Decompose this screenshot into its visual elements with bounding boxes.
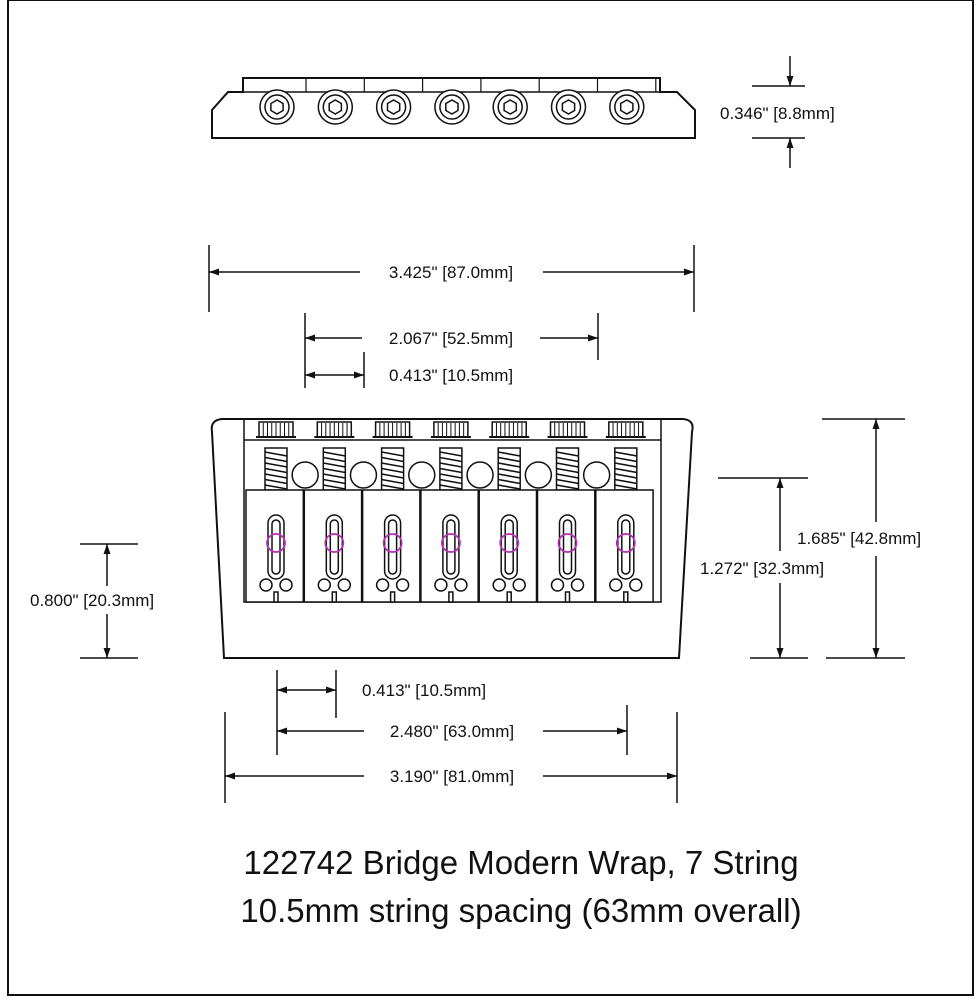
caption-subtitle: 10.5mm string spacing (63mm overall) [240, 892, 801, 929]
saddle [361, 421, 436, 603]
string-position-marker [615, 533, 636, 553]
string-through-hole [524, 461, 553, 489]
hex-socket-icon [328, 99, 343, 115]
dimension-spacing-top: 0.413" [10.5mm] [305, 352, 513, 388]
dimension-overall-width-top: 3.425" [87.0mm] [208, 245, 695, 312]
dim-label-hole-offset: 0.800" [20.3mm] [30, 591, 154, 610]
hex-socket-icon [503, 99, 518, 115]
hex-socket-icon [561, 99, 576, 115]
string-through-hole [349, 461, 378, 489]
dimension-spacing-bottom: 0.413" [10.5mm] [276, 670, 486, 755]
saddle [245, 421, 319, 603]
dim-label-saddle-depth: 1.272" [32.3mm] [700, 559, 824, 578]
height-screw-hole [629, 578, 643, 592]
dim-label-overall-width-bottom: 3.190" [81.0mm] [390, 767, 514, 786]
string-position-marker [382, 533, 403, 553]
string-position-marker [324, 533, 345, 553]
saddle [303, 421, 378, 603]
drawing-frame [7, 0, 974, 996]
dimension-total-depth: 1.685" [42.8mm] [797, 418, 921, 659]
height-screw-hole [317, 578, 332, 592]
hex-socket-icon [619, 99, 634, 115]
dim-label-span-top: 2.067" [52.5mm] [389, 329, 513, 348]
height-screw-hole [337, 578, 352, 592]
string-through-hole [408, 461, 436, 489]
side-view-screws [259, 78, 657, 125]
height-screw-hole [550, 578, 565, 592]
front-view [210, 418, 694, 659]
dim-label-string-span: 2.480" [63.0mm] [390, 722, 514, 741]
height-screw-hole [259, 578, 273, 592]
dimension-hole-offset: 0.800" [20.3mm] [30, 543, 154, 659]
height-screw-hole [279, 578, 293, 592]
dimension-height-side: 0.346" [8.8mm] [720, 56, 835, 168]
height-screw-hole [512, 578, 526, 592]
string-through-hole [466, 461, 494, 489]
string-through-hole [582, 461, 611, 489]
dim-label-spacing-top: 0.413" [10.5mm] [389, 366, 513, 385]
height-screw-hole [454, 578, 468, 592]
height-screw-hole [609, 578, 623, 592]
height-screw-hole [570, 578, 585, 592]
dim-label-height-side: 0.346" [8.8mm] [720, 104, 835, 123]
string-position-marker [499, 533, 520, 553]
saddle [420, 421, 494, 603]
height-screw-hole [492, 578, 506, 592]
saddle [595, 421, 654, 603]
dimension-overall-width-bottom: 3.190" [81.0mm] [224, 712, 678, 803]
dimension-span-top: 2.067" [52.5mm] [304, 313, 599, 388]
height-screw-hole [395, 578, 410, 592]
hex-socket-icon [445, 99, 459, 115]
side-view: 0.346" [8.8mm] [211, 56, 835, 168]
hex-socket-icon [270, 99, 284, 115]
caption-title: 122742 Bridge Modern Wrap, 7 String [243, 844, 798, 881]
dim-label-spacing-bottom: 0.413" [10.5mm] [362, 681, 486, 700]
string-through-hole [291, 461, 319, 489]
saddle [478, 421, 553, 603]
string-position-marker [266, 533, 286, 553]
dimension-saddle-depth: 1.272" [32.3mm] [700, 477, 824, 659]
string-position-marker [440, 533, 461, 553]
saddles [245, 421, 654, 603]
dimension-string-span: 2.480" [63.0mm] [277, 705, 628, 755]
dim-label-total-depth: 1.685" [42.8mm] [797, 529, 921, 548]
hex-socket-icon [386, 99, 401, 115]
dim-label-overall-width-top: 3.425" [87.0mm] [389, 263, 513, 282]
height-screw-hole [375, 578, 390, 592]
string-position-marker [557, 533, 578, 553]
saddle [536, 421, 611, 603]
height-screw-hole [434, 578, 448, 592]
